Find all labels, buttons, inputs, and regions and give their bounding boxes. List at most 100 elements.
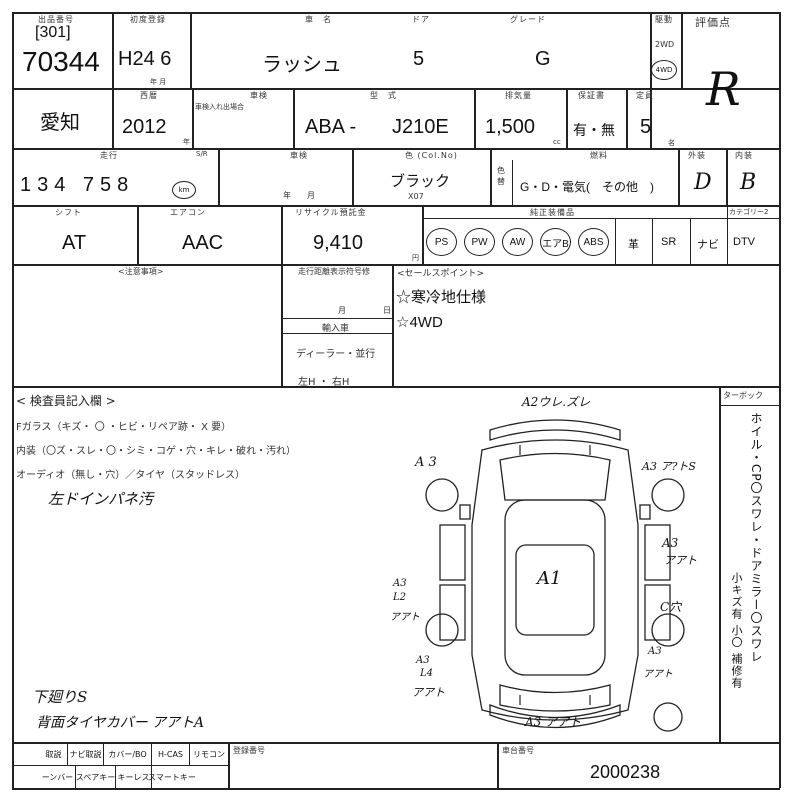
door-rr	[644, 584, 671, 641]
warranty-value: 有・無	[573, 122, 615, 138]
door-fr	[644, 524, 671, 581]
year-value: 2012	[122, 116, 167, 138]
fuel-label: 燃料	[590, 151, 608, 160]
mirror-l	[459, 504, 471, 520]
equip-sr: SR	[661, 236, 677, 248]
recycle-unit: 円	[412, 254, 419, 262]
recycle-label: リサイクル預託金	[295, 208, 367, 217]
capacity-unit: 名	[668, 139, 675, 147]
sales-point-2: ☆4WD	[396, 314, 443, 331]
footer-item-navi-manual: ナビ取説	[68, 743, 104, 765]
inspection-audio: オーディオ（無し・穴）／タイヤ（スタッドレス）	[16, 470, 245, 481]
footer-item-remote: リモコン	[193, 749, 225, 759]
inspection-glass: Fガラス（キズ・ 〇 ・ヒビ・リペア跡・ X 要）	[16, 422, 232, 433]
door-rl	[439, 584, 466, 641]
category-label: カテゴリー2	[729, 208, 769, 216]
equip-ps: PS	[426, 228, 457, 256]
equip-airbag: エアB	[540, 228, 571, 256]
score-label: 評価点	[695, 16, 731, 29]
body-outline	[471, 439, 639, 721]
drive-2wd: 2WD	[655, 40, 675, 49]
inspection-handwritten-note: 左ドインパネ汚	[48, 490, 154, 508]
wheel-rl	[425, 613, 459, 647]
equip-abs: ABS	[578, 228, 609, 256]
displacement-unit: cc	[553, 138, 561, 146]
bottom-note-2: 背面タイヤカバー アアトA	[36, 715, 205, 731]
diagram-right-a3b: A3	[662, 536, 679, 550]
side-text: ホイル・CP〇スワレ・ドアミラー〇スワレ	[749, 412, 763, 664]
reg-label: 登録番号	[233, 746, 265, 755]
exterior-value: D	[694, 170, 712, 195]
side-text-2: 小キズ有 小〇 補修有	[730, 572, 743, 689]
year-label: 西暦	[140, 91, 158, 100]
footer-item-spare-key: スペアキー	[76, 766, 116, 788]
sales-point-1: ☆寒冷地仕様	[396, 289, 487, 306]
lot-bracket: [301]	[35, 24, 71, 41]
interior-value: B	[740, 170, 757, 195]
wheel-rr	[651, 613, 685, 647]
ac-value: AAC	[182, 232, 224, 254]
warranty-label: 保証書	[578, 91, 605, 100]
equip-leather: 革	[628, 239, 639, 251]
color-change: 色替	[497, 166, 505, 186]
meter-label: 走行距離表示符号修	[298, 267, 370, 276]
shaken-sub: 車検入れ出場合	[195, 103, 244, 111]
doors-label: ドア	[412, 15, 430, 24]
grade-label: グレード	[510, 15, 546, 24]
model-label: 型 式	[370, 91, 397, 100]
color-value: ブラック	[390, 173, 451, 190]
doors-value: 5	[413, 48, 425, 70]
year-unit: 年	[183, 138, 190, 146]
day-label: 日	[383, 306, 391, 315]
drive-label: 駆動	[655, 15, 673, 24]
grade-value: G	[535, 48, 551, 70]
dealer-label: ディーラー・並行	[296, 349, 376, 360]
wheel-fl	[425, 478, 459, 512]
inspection-interior: 内装（〇ズ・スレ・〇・シミ・コゲ・穴・キレ・破れ・汚れ）	[16, 446, 296, 457]
equip-label: 純正装備品	[530, 208, 575, 217]
mileage-value: 134 758	[20, 174, 135, 196]
car-name-label: 車 名	[305, 15, 332, 24]
diagram-left-mid1: A3	[393, 578, 407, 589]
model-prefix: ABA -	[305, 116, 357, 138]
equip-aw: AW	[502, 228, 533, 256]
bottom-note-1: 下廻りS	[32, 688, 88, 706]
diagram-right-low2: アアト	[643, 669, 673, 680]
car-diagram	[425, 419, 685, 732]
sales-label: <セールスポイント>	[397, 269, 485, 279]
diagram-left-low1: A3	[416, 655, 430, 666]
turbo-label: ターボック	[723, 391, 763, 400]
footer-item-cover: カバー/BO	[104, 743, 152, 765]
equip-pw: PW	[464, 228, 495, 256]
first-reg-value: H24 6	[118, 48, 172, 70]
shift-value: AT	[62, 232, 87, 254]
capacity-value: 5	[640, 116, 652, 138]
lot-label: 出品番号	[38, 15, 74, 24]
spare-tire	[653, 702, 683, 732]
recycle-value: 9,410	[313, 232, 364, 254]
vin-label: 車台番号	[502, 746, 534, 755]
footer-item-manual: 取説	[40, 743, 68, 765]
cabin	[504, 499, 606, 676]
first-reg-sub: 年 月	[150, 78, 167, 86]
wheel-fr	[651, 478, 685, 512]
drive-4wd-circled: 4WD	[651, 60, 677, 80]
interior-label: 内装	[735, 151, 753, 160]
diagram-left-low3: アアト	[412, 686, 445, 699]
fuel-value: G・D・電気( その他 )	[520, 180, 654, 194]
hand-label: 左H ・ 右H	[298, 377, 350, 388]
area-value: 愛知	[40, 112, 80, 134]
diagram-left-low2: L4	[420, 668, 434, 679]
color-code: X07	[408, 192, 424, 201]
ac-label: エアコン	[170, 208, 206, 217]
model-value: J210E	[392, 116, 449, 138]
diagram-left-mid2: L2	[393, 592, 407, 603]
mileage-label: 走行	[100, 151, 118, 160]
import-label: 輸入車	[322, 324, 350, 334]
footer-item-smart-key: スマートキー	[148, 772, 196, 782]
diagram-top: A2ウレ.ズレ	[522, 395, 591, 409]
rear-bumper	[489, 704, 621, 729]
equip-navi: ナビ	[697, 239, 719, 251]
diagram-right-c: C穴	[660, 600, 682, 614]
displacement-value: 1,500	[485, 116, 536, 138]
